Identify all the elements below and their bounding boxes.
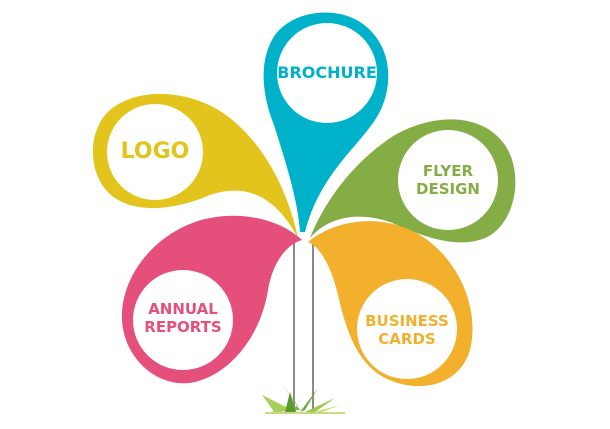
label-business-cards: BUSINESS CARDS bbox=[365, 312, 449, 348]
petal-logo bbox=[92, 93, 298, 238]
label-flyer-design: FLYER DESIGN bbox=[416, 162, 480, 198]
petal-brochure bbox=[263, 12, 389, 232]
label-logo: LOGO bbox=[120, 138, 190, 164]
grass-icon bbox=[262, 384, 345, 414]
petal-business-cards bbox=[308, 221, 473, 387]
petal-annual-reports bbox=[121, 215, 302, 384]
petal-flyer-design bbox=[310, 119, 516, 243]
label-annual-reports: ANNUAL REPORTS bbox=[144, 300, 222, 336]
label-brochure: BROCHURE bbox=[277, 63, 377, 83]
